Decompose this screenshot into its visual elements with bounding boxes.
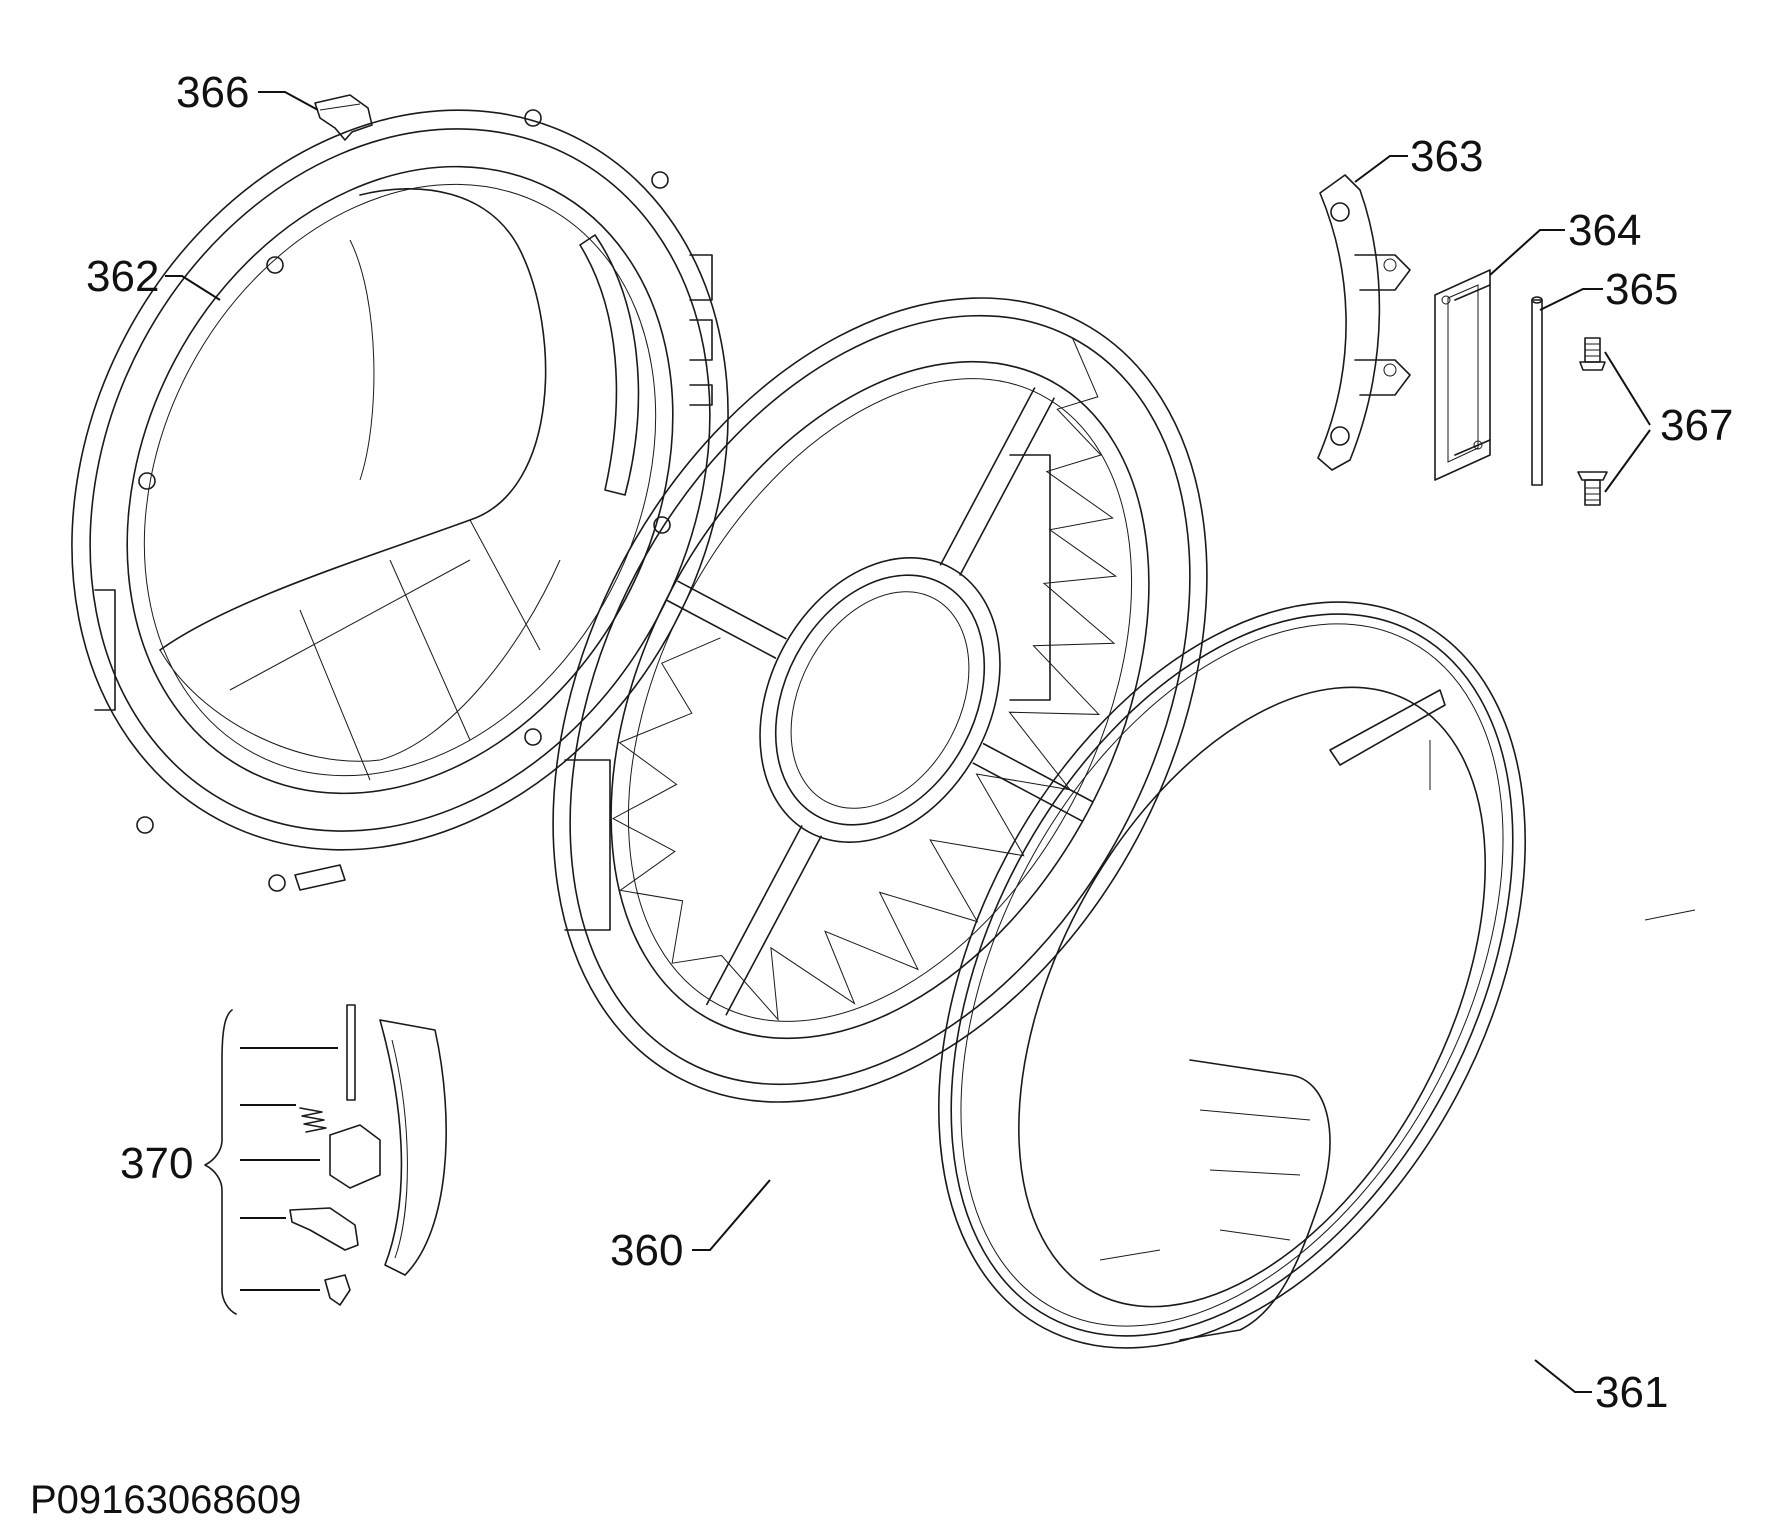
- door-handle-kit-icon: [204, 1004, 447, 1315]
- leader-362: [165, 275, 221, 301]
- hinge-pin-icon: [1531, 296, 1543, 486]
- callout-364: 364: [1568, 206, 1641, 255]
- callout-366: 366: [176, 68, 249, 117]
- leader-365: [1539, 288, 1603, 311]
- callout-361: 361: [1595, 1368, 1668, 1417]
- clip-icon: [314, 94, 373, 141]
- leader-363: [1354, 155, 1408, 183]
- leader-364: [1489, 229, 1565, 276]
- hinge-icon: [1317, 174, 1411, 471]
- screw-icon: [1577, 337, 1608, 506]
- callout-365: 365: [1605, 265, 1678, 314]
- hinge-plate-icon: [1434, 269, 1491, 481]
- callout-370: 370: [120, 1139, 193, 1188]
- leader-360: [692, 1179, 771, 1251]
- leader-367: [1604, 351, 1651, 493]
- document-code: P09163068609: [30, 1478, 301, 1522]
- outer-door-ring-icon: [938, 601, 1696, 1349]
- callout-367: 367: [1660, 401, 1733, 450]
- door-carrier-frame-icon: [552, 297, 1208, 1103]
- callout-363: 363: [1410, 132, 1483, 181]
- inner-door-frame-icon: [71, 109, 729, 892]
- callout-360: 360: [610, 1226, 683, 1275]
- leader-366: [258, 91, 319, 111]
- callout-362: 362: [86, 252, 159, 301]
- leader-361: [1534, 1359, 1592, 1393]
